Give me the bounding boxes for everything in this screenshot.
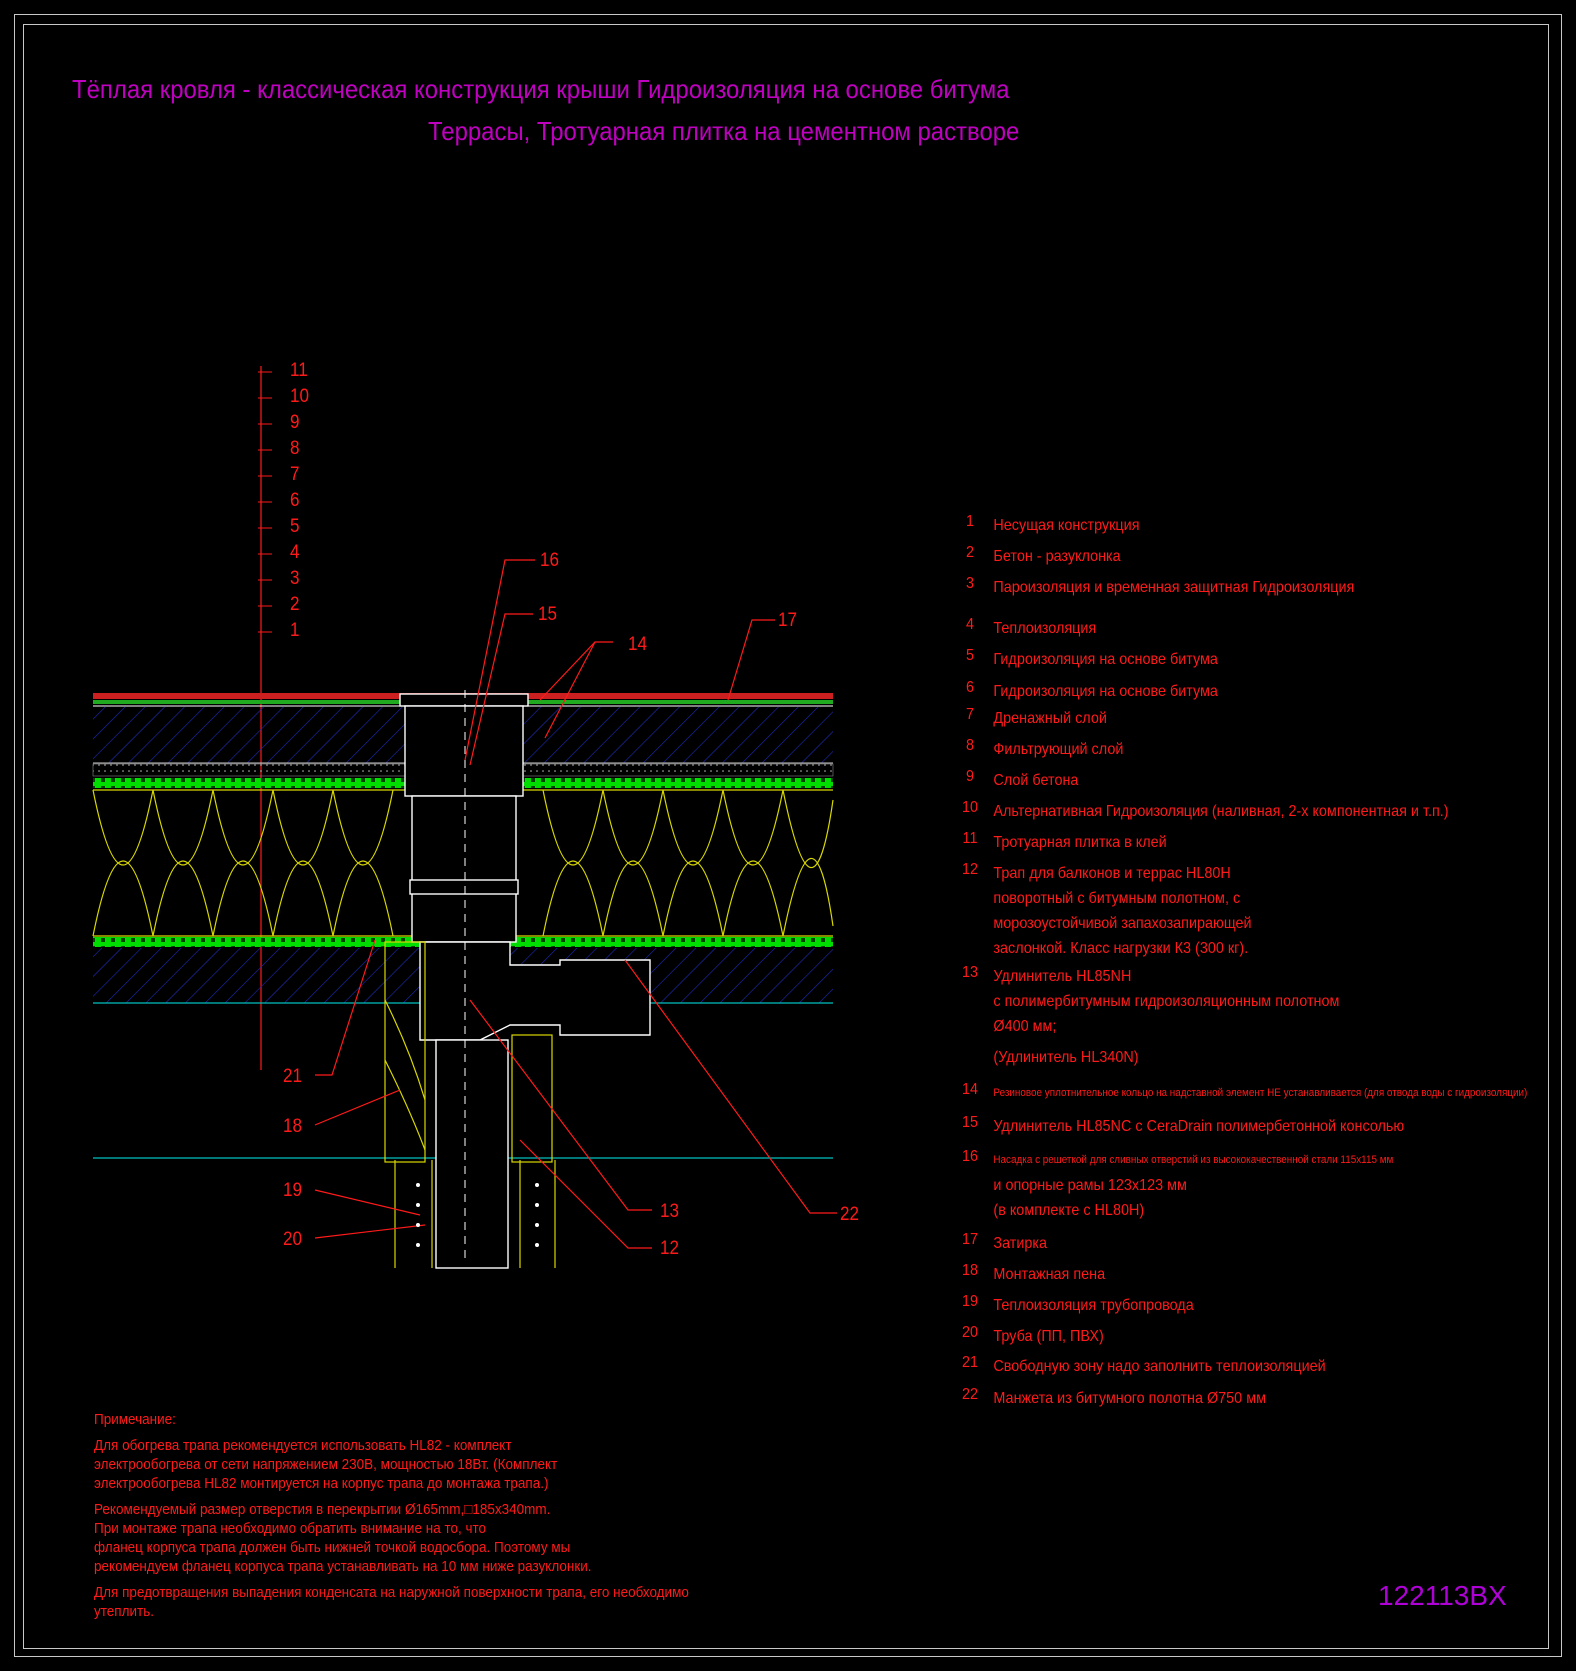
callout-22: 22: [840, 1204, 860, 1225]
stack-label: 10: [290, 386, 310, 407]
note-block: Примечание: Для обогрева трапа рекоменду…: [94, 1410, 724, 1628]
note-paragraph: Рекомендуемый размер отверстия в перекры…: [94, 1501, 592, 1575]
callout-21: 21: [283, 1066, 303, 1087]
callout-13: 13: [660, 1201, 680, 1222]
callout-16: 16: [540, 550, 560, 571]
callout-12: 12: [660, 1238, 680, 1259]
stack-label: 3: [290, 568, 300, 589]
stack-label: 5: [290, 516, 300, 537]
title-line-2: Террасы, Тротуарная плитка на цементном …: [428, 116, 1020, 146]
layer-stack-ticks: [258, 371, 272, 633]
drawing-code: 122113BX: [1378, 1580, 1507, 1611]
note-paragraph: Для предотвращения выпадения конденсата …: [94, 1584, 689, 1620]
inner-frame: [23, 24, 1549, 1649]
stack-label: 1: [290, 620, 300, 641]
stack-label: 4: [290, 542, 300, 563]
pipe-insulation: [384, 941, 553, 1163]
drain-body: [399, 693, 651, 1269]
pipe-below: [394, 1160, 556, 1268]
callout-15: 15: [538, 604, 558, 625]
callout-17: 17: [778, 610, 798, 631]
note-paragraph: Для обогрева трапа рекомендуется использ…: [94, 1437, 558, 1492]
stack-label: 7: [290, 464, 300, 485]
pipe-dots: [416, 1183, 539, 1247]
title-line-1: Тёплая кровля - классическая конструкция…: [72, 74, 1010, 104]
stack-label: 2: [290, 594, 300, 615]
stack-label: 9: [290, 412, 300, 433]
callout-20: 20: [283, 1229, 303, 1250]
stack-label: 8: [290, 438, 300, 459]
outer-frame: [14, 14, 1562, 1657]
stack-label: 6: [290, 490, 300, 511]
callout-19: 19: [283, 1180, 303, 1201]
callout-leaders: [314, 559, 837, 1249]
stack-label: 11: [290, 360, 308, 381]
callout-14: 14: [628, 634, 648, 655]
callout-18: 18: [283, 1116, 303, 1137]
note-heading: Примечание:: [94, 1411, 176, 1428]
